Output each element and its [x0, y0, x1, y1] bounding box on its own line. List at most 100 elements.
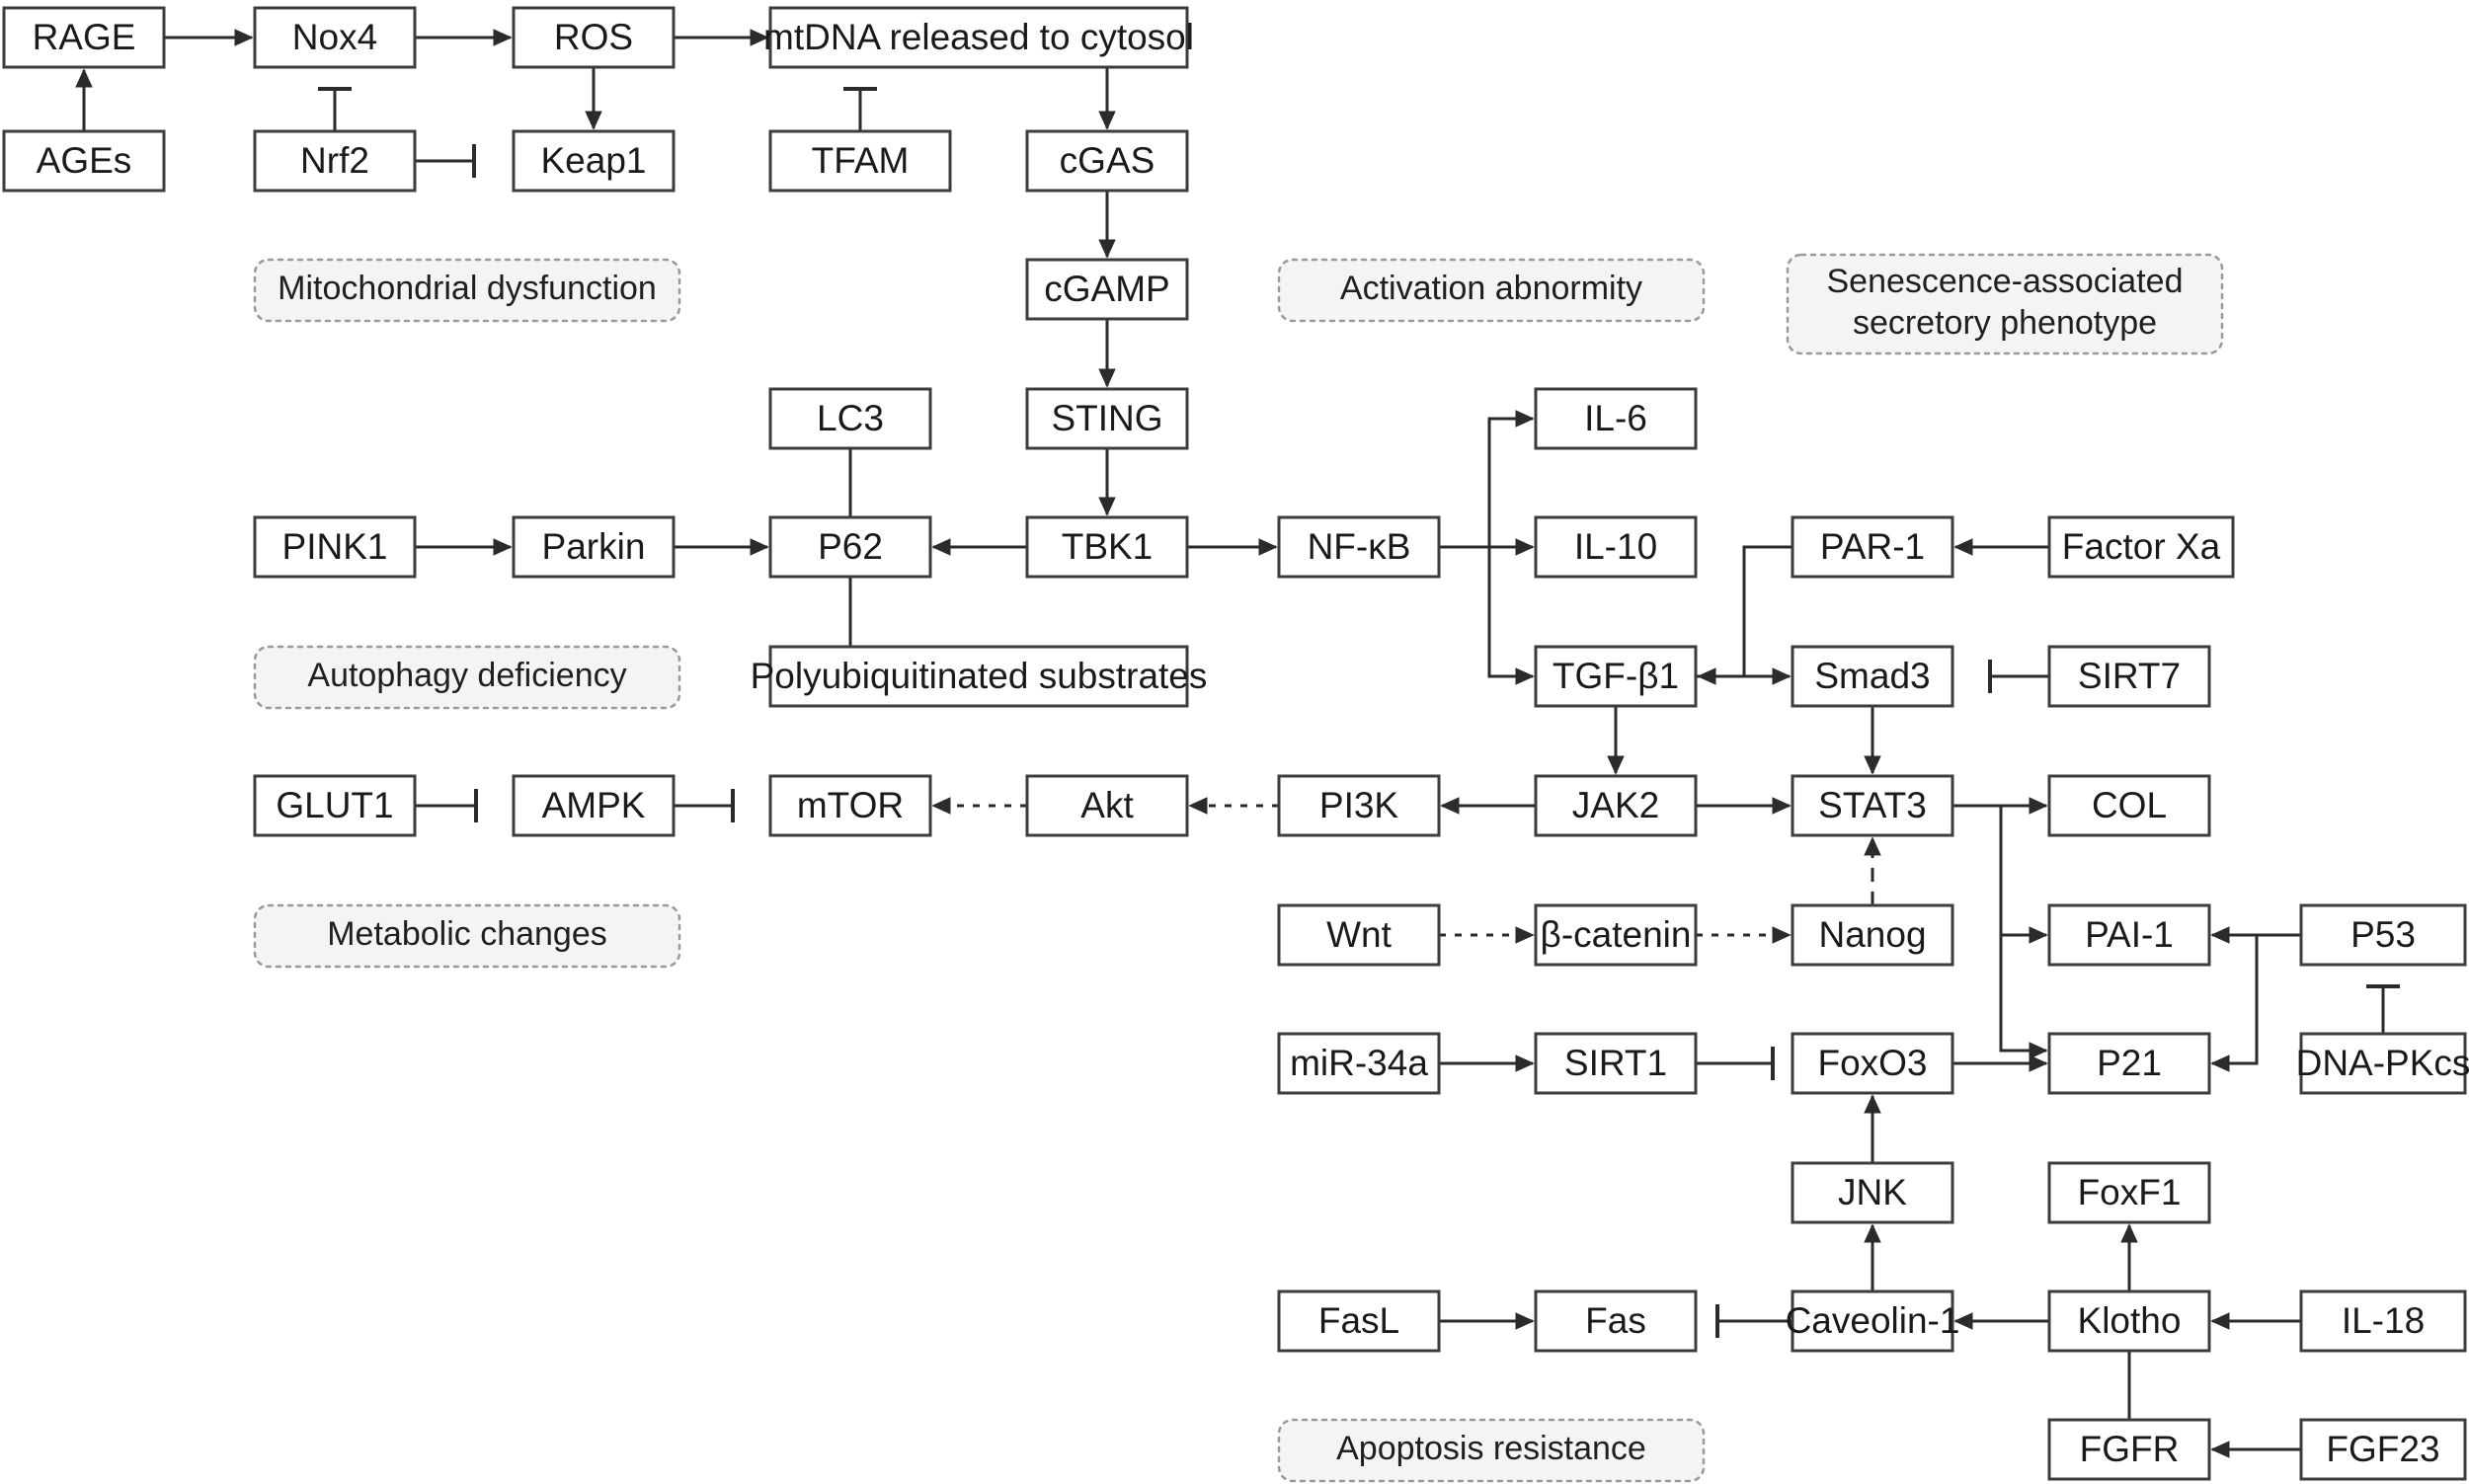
- group-label-text: Metabolic changes: [327, 915, 607, 953]
- node-mtor[interactable]: mTOR: [768, 774, 932, 837]
- node-glut1[interactable]: GLUT1: [253, 774, 417, 837]
- edge-NFkB-to-IL6: [1439, 410, 1535, 549]
- node-label: TBK1: [1062, 526, 1154, 567]
- node-label: IL-6: [1584, 398, 1647, 438]
- node-label: miR-34a: [1290, 1043, 1428, 1083]
- node-label: P53: [2350, 914, 2416, 955]
- node-polyub[interactable]: Polyubiquitinated substrates: [751, 645, 1208, 708]
- node-col[interactable]: COL: [2047, 774, 2211, 837]
- node-klotho[interactable]: Klotho: [2047, 1289, 2211, 1353]
- node-cgas[interactable]: cGAS: [1025, 129, 1189, 193]
- node-tbk1[interactable]: TBK1: [1025, 515, 1189, 579]
- node-label: PAR-1: [1820, 526, 1925, 567]
- node-tgfb1[interactable]: TGF-β1: [1534, 645, 1698, 708]
- node-label: Nanog: [1818, 914, 1926, 955]
- node-nrf2[interactable]: Nrf2: [253, 129, 417, 193]
- node-jnk[interactable]: JNK: [1791, 1161, 1954, 1224]
- node-il6[interactable]: IL-6: [1534, 387, 1698, 450]
- node-il18[interactable]: IL-18: [2299, 1289, 2467, 1353]
- node-pi3k[interactable]: PI3K: [1277, 774, 1441, 837]
- node-label: PAI-1: [2085, 914, 2174, 955]
- node-sting[interactable]: STING: [1025, 387, 1189, 450]
- group-labels-layer: Mitochondrial dysfunction Activation abno…: [253, 253, 2224, 1483]
- node-label: Keap1: [541, 140, 647, 181]
- node-mtdna[interactable]: mtDNA released to cytosol: [763, 6, 1194, 69]
- group-label-text: secretory phenotype: [1853, 304, 2157, 342]
- node-tfam[interactable]: TFAM: [768, 129, 952, 193]
- group-label-metabolic: Metabolic changes: [253, 903, 681, 969]
- node-p21[interactable]: P21: [2047, 1032, 2211, 1095]
- node-parkin[interactable]: Parkin: [512, 515, 676, 579]
- node-ros[interactable]: ROS: [512, 6, 676, 69]
- node-factorxa[interactable]: Factor Xa: [2047, 515, 2235, 579]
- node-pai1[interactable]: PAI-1: [2047, 903, 2211, 967]
- group-label-activation: Activation abnormity: [1277, 258, 1706, 323]
- node-sirt1[interactable]: SIRT1: [1534, 1032, 1698, 1095]
- node-rage[interactable]: RAGE: [2, 6, 166, 69]
- node-label: P21: [2097, 1043, 2162, 1083]
- node-label: Factor Xa: [2062, 526, 2221, 567]
- node-label: Caveolin-1: [1786, 1300, 1960, 1341]
- node-foxf1[interactable]: FoxF1: [2047, 1161, 2211, 1224]
- node-label: ROS: [554, 17, 633, 57]
- node-cgamp[interactable]: cGAMP: [1025, 258, 1189, 321]
- node-label: STING: [1051, 398, 1162, 438]
- node-nanog[interactable]: Nanog: [1791, 903, 1954, 967]
- node-label: LC3: [817, 398, 884, 438]
- node-ages[interactable]: AGEs: [2, 129, 166, 193]
- node-label: PI3K: [1319, 785, 1399, 825]
- node-p53[interactable]: P53: [2299, 903, 2467, 967]
- edge-PAR1-to-TGFb1: [1697, 545, 1792, 685]
- node-label: cGAMP: [1044, 269, 1169, 309]
- node-label: PINK1: [282, 526, 388, 567]
- node-ampk[interactable]: AMPK: [512, 774, 676, 837]
- node-par1[interactable]: PAR-1: [1791, 515, 1954, 579]
- node-foxo3[interactable]: FoxO3: [1791, 1032, 1954, 1095]
- node-label: AMPK: [542, 785, 646, 825]
- node-lc3[interactable]: LC3: [768, 387, 932, 450]
- node-caveolin1[interactable]: Caveolin-1: [1786, 1289, 1960, 1353]
- node-p62[interactable]: P62: [768, 515, 932, 579]
- node-keap1[interactable]: Keap1: [512, 129, 676, 193]
- node-nfkb[interactable]: NF-κB: [1277, 515, 1441, 579]
- node-label: cGAS: [1060, 140, 1155, 181]
- node-label: Fas: [1585, 1300, 1646, 1341]
- node-wnt[interactable]: Wnt: [1277, 903, 1441, 967]
- edge-P53-to-P21: [2210, 935, 2259, 1072]
- node-label: Akt: [1080, 785, 1134, 825]
- node-mir34a[interactable]: miR-34a: [1277, 1032, 1441, 1095]
- node-jak2[interactable]: JAK2: [1534, 774, 1698, 837]
- node-akt[interactable]: Akt: [1025, 774, 1189, 837]
- node-bcatenin[interactable]: β-catenin: [1534, 903, 1698, 967]
- group-label-sasp: Senescence-associated secretory phenotype: [1786, 253, 2224, 355]
- group-label-mito: Mitochondrial dysfunction: [253, 258, 681, 323]
- group-label-text: Apoptosis resistance: [1336, 1430, 1646, 1467]
- node-label: Nrf2: [300, 140, 369, 181]
- node-smad3[interactable]: Smad3: [1791, 645, 1954, 708]
- node-label: SIRT7: [2078, 656, 2181, 696]
- edges-layer: [75, 29, 2400, 1458]
- node-fas[interactable]: Fas: [1534, 1289, 1698, 1353]
- group-label-text: Senescence-associated: [1826, 263, 2183, 300]
- node-label: NF-κB: [1308, 526, 1411, 567]
- node-dnapkcs[interactable]: DNA-PKcs: [2296, 1032, 2469, 1095]
- node-label: JAK2: [1572, 785, 1659, 825]
- node-fgfr[interactable]: FGFR: [2047, 1418, 2211, 1481]
- node-label: Wnt: [1326, 914, 1393, 955]
- node-pink1[interactable]: PINK1: [253, 515, 417, 579]
- group-label-apoptosis: Apoptosis resistance: [1277, 1418, 1706, 1483]
- node-label: mTOR: [797, 785, 904, 825]
- node-il10[interactable]: IL-10: [1534, 515, 1698, 579]
- node-label: TFAM: [812, 140, 910, 181]
- node-stat3[interactable]: STAT3: [1791, 774, 1954, 837]
- node-nox4[interactable]: Nox4: [253, 6, 417, 69]
- node-fgf23[interactable]: FGF23: [2299, 1418, 2467, 1481]
- edge-STAT3-to-P21: [1999, 806, 2048, 1059]
- group-label-autophagy: Autophagy deficiency: [253, 645, 681, 710]
- node-label: mtDNA released to cytosol: [763, 17, 1194, 57]
- node-fasl[interactable]: FasL: [1277, 1289, 1441, 1353]
- node-label: Smad3: [1814, 656, 1930, 696]
- node-sirt7[interactable]: SIRT7: [2047, 645, 2211, 708]
